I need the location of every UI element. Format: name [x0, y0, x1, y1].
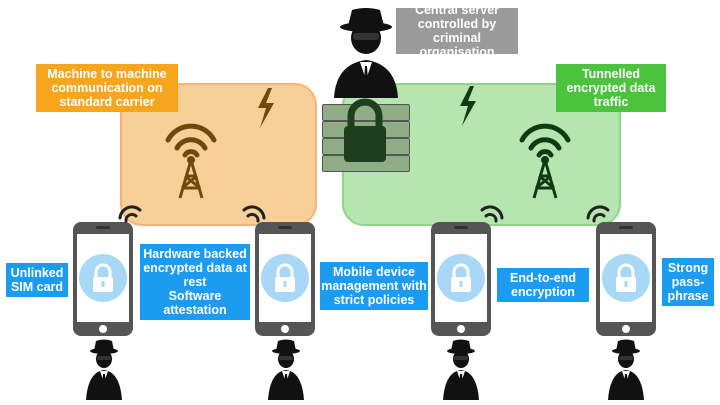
signal-icon [480, 205, 504, 223]
lightning-icon [258, 88, 274, 128]
lock-icon [602, 254, 650, 302]
criminal-agent-icon [443, 339, 479, 400]
criminal-agent-icon [268, 339, 304, 400]
antenna-tower-icon [519, 123, 571, 199]
antenna-tower-icon [165, 123, 217, 199]
lightning-icon [460, 86, 476, 126]
signal-icon [586, 205, 610, 223]
signal-icon [242, 205, 266, 223]
lock-icon [79, 254, 127, 302]
lock-icon [344, 98, 386, 162]
criminal-agent-icon [608, 339, 644, 400]
signal-icon [118, 205, 142, 223]
criminal-boss-icon [334, 8, 398, 98]
lock-icon [437, 254, 485, 302]
criminal-agent-icon [86, 339, 122, 400]
lock-icon [261, 254, 309, 302]
